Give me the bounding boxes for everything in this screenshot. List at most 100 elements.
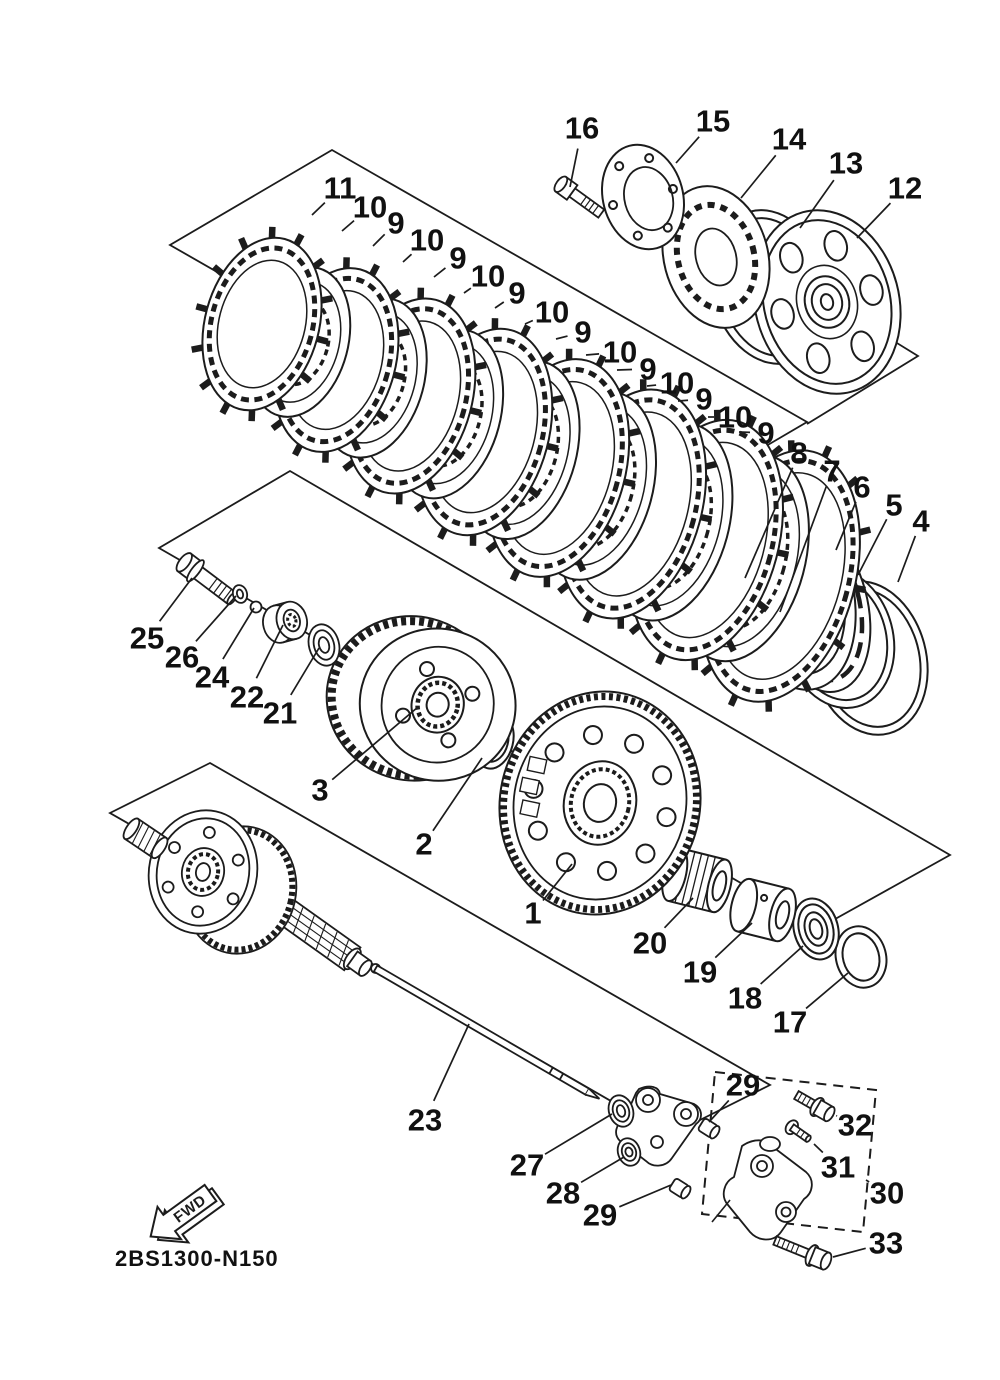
part-label-11: 11 [324,171,357,206]
part-label-9: 9 [387,206,404,241]
part-label-1: 1 [524,896,541,931]
leader-line-30 [865,1179,870,1183]
outline-release-detail-dashed-box [700,1070,878,1234]
leader-line-31 [813,1143,824,1154]
leader-line-15 [675,136,700,164]
leader-line-21 [290,647,320,696]
part-29-pin-upper [697,1118,721,1140]
part-label-22: 22 [230,680,264,715]
leader-line-23 [432,1023,470,1102]
part-label-25: 25 [130,621,164,656]
part-label-10: 10 [603,335,637,370]
leader-line-7 [779,485,828,613]
part-12-pressure-plate [752,209,902,395]
leader-line-9 [555,335,568,340]
part-label-9: 9 [508,276,525,311]
part-15-spring-plate [601,143,685,251]
part-label-20: 20 [633,926,667,961]
part-label-28: 28 [546,1176,580,1211]
part-label-15: 15 [696,104,730,139]
leader-line-2 [432,757,483,832]
part-label-2: 2 [415,827,432,862]
leader-line-17 [805,972,849,1010]
part-21-washer [307,623,341,667]
leader-line-33 [832,1247,866,1258]
part-label-23: 23 [408,1103,442,1138]
part-label-4: 4 [912,504,930,539]
part-16-bolt [553,175,606,219]
part-17-washer [834,925,888,989]
part-label-33: 33 [869,1226,903,1261]
part-label-7: 7 [823,454,840,489]
part-label-10: 10 [353,190,387,225]
part-30-release-bracket [711,1136,813,1241]
part-label-30: 30 [870,1176,904,1211]
part-label-10: 10 [410,223,444,258]
leader-line-3 [331,706,419,781]
leader-line-8 [744,467,794,579]
leader-line-1 [542,863,573,902]
part-18-bearing [792,897,840,961]
leader-line-29 [708,1099,730,1123]
part-label-29: 29 [726,1068,760,1103]
part-label-21: 21 [263,696,297,731]
leader-line-10 [402,253,413,263]
part-22-nut [262,600,308,644]
leader-line-9 [372,233,386,247]
part-29-pin-lower [668,1178,692,1200]
leader-line-11 [311,201,326,216]
part-label-8: 8 [790,436,807,471]
part-label-10: 10 [718,400,752,435]
part-label-24: 24 [195,660,230,695]
leader-line-9 [433,267,446,278]
leader-line-13 [799,179,835,229]
part-label-29: 29 [583,1198,617,1233]
leader-line-10 [463,287,472,294]
friction-plate [191,226,333,422]
part-label-10: 10 [660,366,694,401]
part-label-9: 9 [574,315,591,350]
part-label-6: 6 [853,470,870,505]
leader-line-16 [569,148,579,188]
axle-flange [147,809,259,935]
leader-line-10 [646,384,657,387]
leader-line-6 [835,501,857,551]
part-label-3: 3 [311,773,328,808]
part-32-bolt [792,1089,836,1123]
leader-line-26 [195,595,237,642]
leader-line-29 [619,1184,672,1208]
part-27-release-lever [607,1085,702,1167]
part-26-washer [231,584,249,604]
part-label-10: 10 [471,259,505,294]
leader-line-27 [544,1113,613,1155]
part-label-9: 9 [639,352,656,387]
leader-line-10 [341,220,355,232]
part-label-9: 9 [695,382,712,417]
part-23-push-rod [370,963,601,1100]
diagram-code: 2BS1300-N150 [115,1246,279,1271]
part-label-10: 10 [535,295,569,330]
part-label-9: 9 [757,416,774,451]
leader-line-5 [857,518,888,576]
part-1-clutch-housing [498,690,702,916]
part-27-roller-washer [607,1094,635,1128]
leader-line-4 [897,535,917,583]
part-label-26: 26 [165,640,199,675]
clutch-plate-stack [191,226,872,712]
leader-line-12 [856,202,892,239]
axle-tip-spline [122,817,169,860]
leader-line-9 [677,399,689,402]
leader-line-18 [760,945,804,985]
leader-line-14 [740,154,777,199]
leader-line-22 [255,624,284,679]
part-label-5: 5 [885,488,902,523]
part-label-19: 19 [683,955,717,990]
leader-line-10 [585,352,600,356]
part-label-9: 9 [449,241,466,276]
part-label-32: 32 [838,1108,872,1143]
part-label-14: 14 [772,122,807,157]
part-3-driven-gear [325,615,517,782]
